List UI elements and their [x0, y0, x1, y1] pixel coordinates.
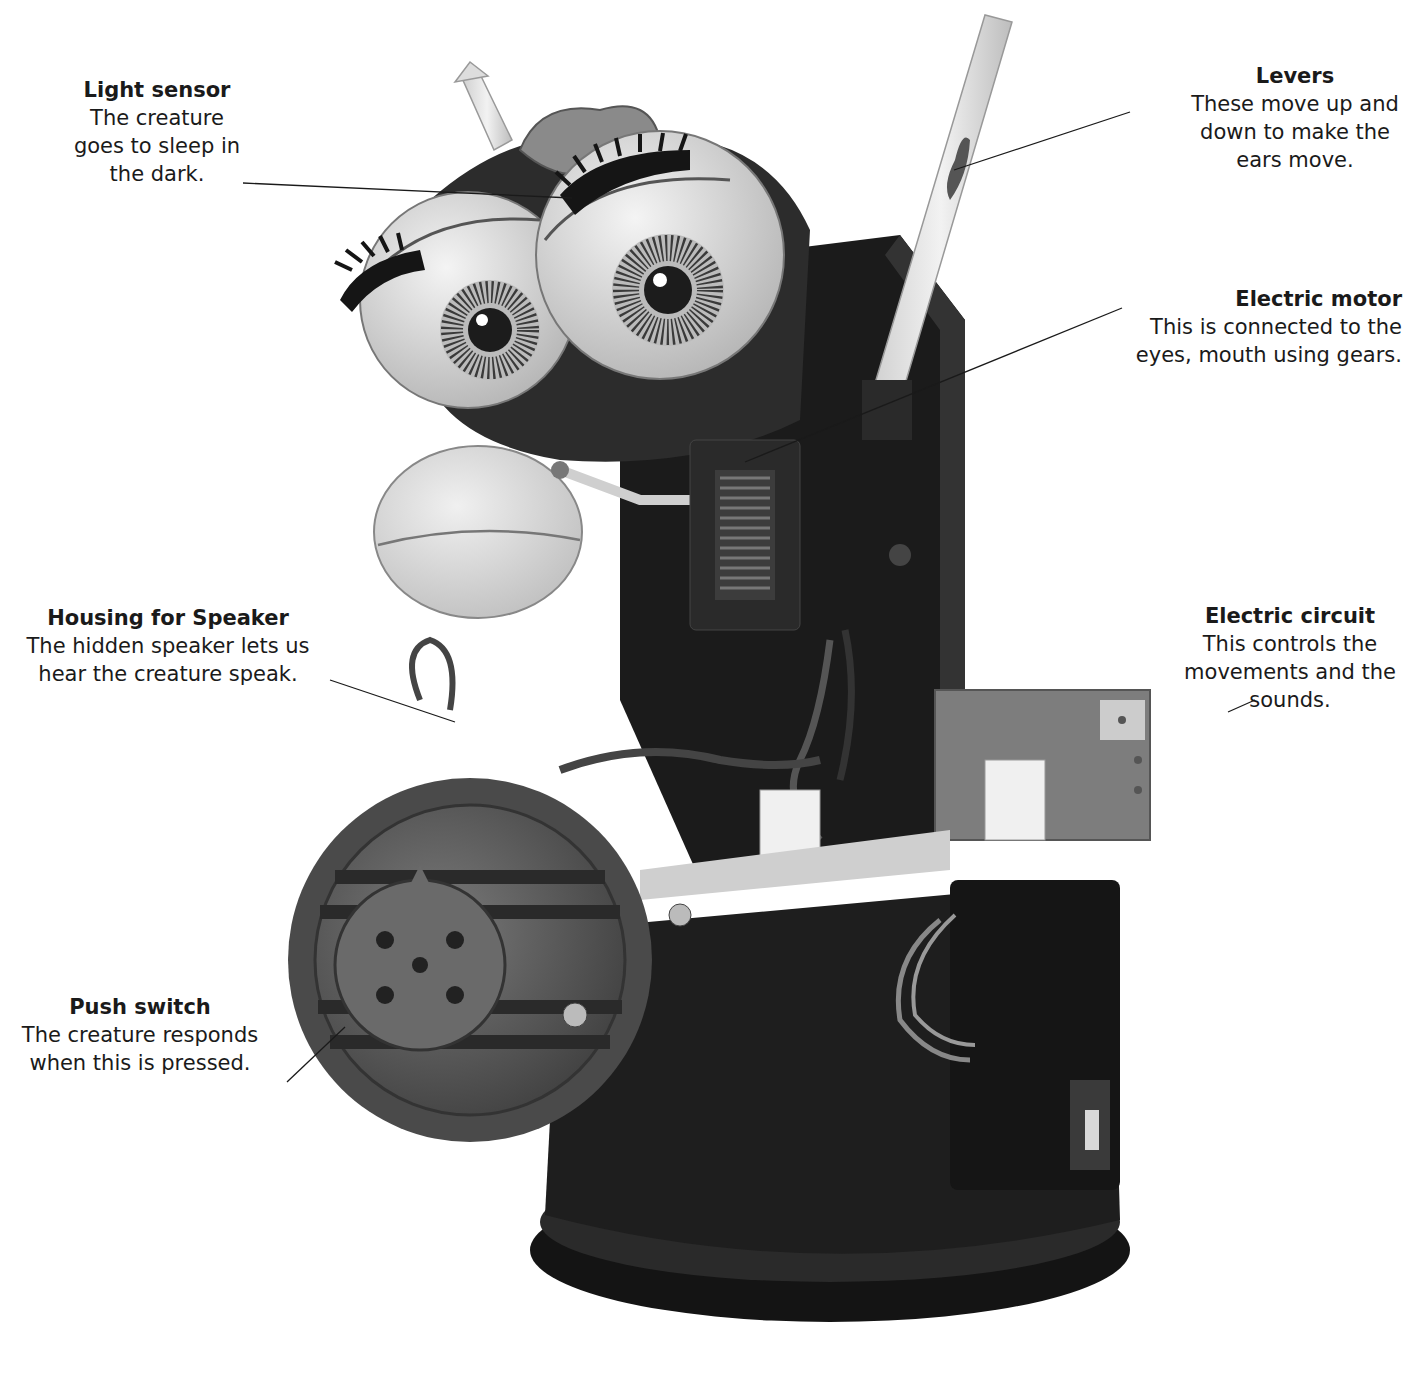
leader-line: [243, 183, 572, 198]
wire: [560, 752, 820, 770]
beak-split: [378, 531, 580, 545]
electric-motor: [715, 470, 775, 600]
part-name: Electric motor: [1100, 285, 1402, 313]
iris: [612, 234, 724, 346]
part-name: Electric circuit: [1175, 602, 1405, 630]
iris-stripes: [626, 248, 710, 332]
solder-pad: [1134, 756, 1142, 764]
leader-lines: [243, 112, 1255, 1082]
switch-hole: [376, 931, 394, 949]
motor-housing: [690, 440, 800, 630]
speaker-housing: [288, 778, 652, 1142]
wire: [412, 640, 453, 710]
switch-hole: [446, 931, 464, 949]
part-description: The creature goes to sleep in the dark.: [62, 104, 252, 188]
part-description: This is connected to the eyes, mouth usi…: [1100, 313, 1402, 369]
switch-tab: [410, 865, 430, 885]
plate-hole: [889, 544, 911, 566]
pivot: [551, 461, 569, 479]
eyelashes: [556, 133, 686, 185]
part-name: Light sensor: [47, 76, 267, 104]
eye-glint: [653, 273, 667, 287]
wire: [840, 630, 851, 780]
battery-clip-tab: [1085, 1110, 1099, 1150]
leader-line: [954, 112, 1130, 170]
battery-box: [950, 880, 1120, 1190]
eyelashes: [335, 233, 402, 270]
mouth-linkage: [560, 470, 700, 500]
part-name: Housing for Speaker: [3, 604, 333, 632]
eyeball: [536, 131, 784, 379]
part-description: The hidden speaker lets us hear the crea…: [3, 632, 333, 688]
battery-clip: [1070, 1080, 1110, 1170]
lever-tip: [455, 62, 488, 82]
wire: [913, 915, 975, 1045]
grille-slot: [330, 1035, 610, 1049]
eyelashes: [340, 250, 425, 312]
part-description: This controls the movements and the soun…: [1175, 630, 1405, 714]
pupil: [468, 308, 512, 352]
part-description: These move up and down to make the ears …: [1180, 90, 1408, 174]
motor-coil: [720, 478, 770, 588]
leader-line: [745, 308, 1122, 462]
iris-stripes: [452, 292, 528, 368]
switch-hole: [376, 986, 394, 1004]
beak: [374, 446, 582, 618]
part-name: Levers: [1195, 62, 1395, 90]
wire: [898, 920, 970, 1060]
push-switch: [335, 880, 505, 1050]
leader-line: [287, 1027, 345, 1082]
connector: [985, 760, 1045, 840]
part-name: Push switch: [0, 993, 280, 1021]
ear-lever: [870, 15, 1012, 408]
solder-pad: [1134, 786, 1142, 794]
pupil: [644, 266, 692, 314]
leader-line: [330, 680, 455, 722]
grille-slot: [335, 870, 605, 884]
screw: [669, 904, 691, 926]
board-chip: [1100, 700, 1145, 740]
solder-pad: [1118, 716, 1126, 724]
eyelashes: [560, 150, 690, 215]
iris: [440, 280, 540, 380]
eye-glint: [476, 314, 488, 326]
switch-hole: [446, 986, 464, 1004]
lever-mount: [862, 380, 912, 440]
circuit-board: [935, 690, 1150, 840]
part-description: The creature responds when this is press…: [0, 1021, 280, 1077]
switch-hole: [412, 957, 428, 973]
speaker-grille: [315, 805, 625, 1115]
board-edge: [640, 830, 950, 900]
screw: [563, 1003, 587, 1027]
ear-lever: [462, 70, 512, 150]
